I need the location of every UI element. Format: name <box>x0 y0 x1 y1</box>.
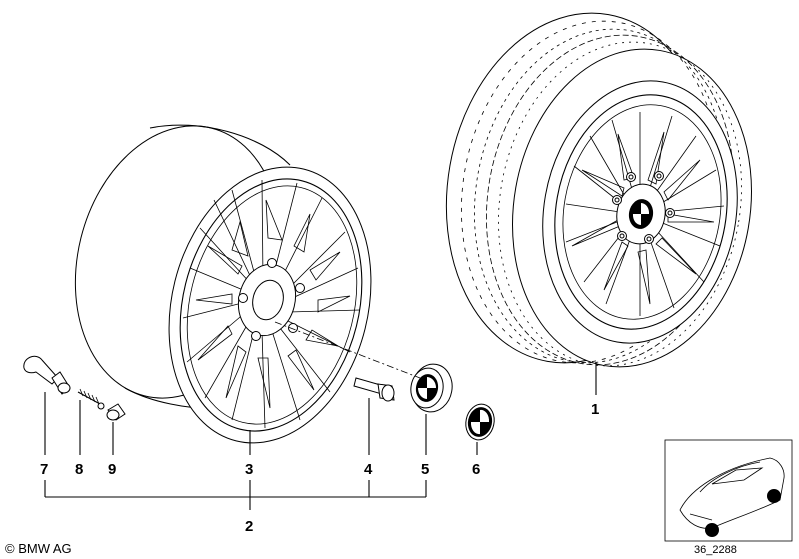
callout-5: 5 <box>421 461 429 478</box>
valve-cap-drawing <box>106 403 126 421</box>
rear-wheel-marker <box>767 489 781 503</box>
callout-4: 4 <box>364 461 373 478</box>
emblem-drawing <box>465 403 495 441</box>
callout-9: 9 <box>108 461 116 478</box>
tyre-drawing <box>445 12 752 368</box>
copyright-label: © BMW AG <box>5 541 72 556</box>
leader-lines <box>44 362 597 510</box>
disc-wheel-drawing <box>74 124 372 444</box>
callout-7: 7 <box>40 461 48 478</box>
front-wheel-marker <box>705 523 719 537</box>
callout-6: 6 <box>472 461 480 478</box>
assembly-line <box>274 321 421 379</box>
hub-cap-drawing <box>410 363 453 413</box>
wheel-bolt-drawing <box>353 377 395 402</box>
callout-3: 3 <box>245 461 253 478</box>
callout-8: 8 <box>75 461 83 478</box>
callout-2: 2 <box>245 518 253 535</box>
diagram-number: 36_2288 <box>694 544 737 556</box>
callout-1: 1 <box>591 401 599 418</box>
valve-drawing <box>23 355 71 395</box>
valve-insert-drawing <box>77 388 105 410</box>
car-location-thumbnail <box>664 439 793 542</box>
